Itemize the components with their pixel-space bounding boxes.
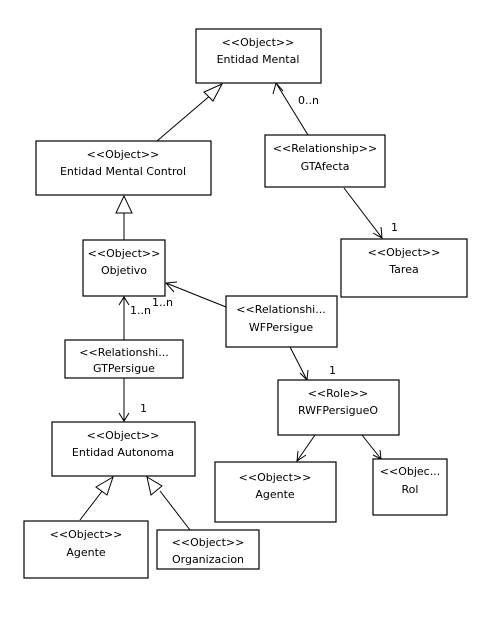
arrow-wfpersigue-objetivo — [164, 281, 178, 293]
node-stereotype: <<Relationship>> — [273, 142, 377, 155]
mult-gtpersigue-ea: 1 — [140, 402, 147, 415]
node-stereotype: <<Object>> — [50, 528, 123, 541]
node-title: Agente — [255, 488, 295, 501]
edge-emc-inherits-em — [156, 93, 213, 142]
node-rol[interactable]: <<Objec... Rol — [372, 458, 448, 516]
node-tarea[interactable]: <<Object>> Tarea — [340, 238, 468, 298]
node-stereotype: <<Object>> — [239, 471, 312, 484]
node-stereotype: <<Object>> — [87, 429, 160, 442]
node-stereotype: <<Object>> — [88, 247, 161, 260]
node-entidad-mental-control[interactable]: <<Object>> Entidad Mental Control — [35, 140, 212, 196]
node-objetivo[interactable]: <<Object>> Objetivo — [82, 239, 166, 297]
edge-org-inherits-ea — [159, 490, 191, 531]
node-stereotype: <<Relationshi... — [236, 303, 325, 316]
node-title: Agente — [66, 546, 106, 559]
node-title: WFPersigue — [249, 321, 313, 334]
inherit-triangle-emc — [115, 194, 133, 214]
arrow-gtpersigue-objetivo — [118, 296, 130, 306]
edge-wfpersigue-rwfpersigueo — [289, 346, 308, 381]
edge-rwf-agente — [296, 434, 316, 462]
inherit-triangle-ea-left — [95, 475, 114, 496]
arrow-rwf-agente — [296, 450, 307, 463]
node-title: GTAfecta — [301, 160, 350, 173]
node-title: Rol — [402, 483, 419, 496]
node-title: Entidad Mental Control — [60, 165, 186, 178]
node-title: Entidad Autonoma — [72, 446, 174, 459]
node-entidad-mental[interactable]: <<Object>> Entidad Mental — [195, 28, 322, 84]
multiplicities: 0..n 1 1..n 1..n 1 1 — [130, 94, 398, 415]
node-wfpersigue[interactable]: <<Relationshi... WFPersigue — [225, 295, 338, 348]
edge-gtafecta-tarea — [343, 187, 383, 239]
node-stereotype: <<Relationshi... — [79, 346, 168, 359]
inherit-triangle-em — [203, 82, 224, 102]
arrow-gtafecta-tarea — [372, 226, 383, 239]
node-entidad-autonoma[interactable]: <<Object>> Entidad Autonoma — [51, 421, 196, 477]
node-title: Tarea — [388, 263, 418, 276]
node-gtafecta[interactable]: <<Relationship>> GTAfecta — [264, 134, 386, 188]
node-title: GTPersigue — [93, 362, 155, 375]
node-stereotype: <<Object>> — [222, 36, 295, 49]
edge-agente-inherits-ea — [79, 489, 104, 521]
node-title: RWFPersigueO — [298, 404, 378, 417]
arrow-gtpersigue-ea — [118, 412, 130, 422]
node-title: Entidad Mental — [217, 53, 300, 66]
mult-wfpersigue-objetivo: 1..n — [152, 296, 173, 309]
node-stereotype: <<Object>> — [172, 536, 245, 549]
edge-rwf-rol — [361, 434, 382, 460]
node-organizacion[interactable]: <<Object>> Organizacion — [156, 529, 260, 570]
mult-wfpersigue-rwf: 1 — [329, 364, 336, 377]
node-agente-left[interactable]: <<Object>> Agente — [23, 520, 149, 579]
edges — [79, 81, 383, 531]
inherit-triangle-ea-right — [146, 475, 163, 496]
node-stereotype: <<Objec... — [380, 465, 440, 478]
edge-wfpersigue-objetivo — [165, 282, 227, 308]
node-title: Organizacion — [172, 553, 244, 566]
edge-gtafecta-em — [275, 82, 309, 136]
node-gtpersigue[interactable]: <<Relationshi... GTPersigue — [64, 339, 184, 379]
mult-gtafecta-tarea: 1 — [391, 221, 398, 234]
node-stereotype: <<Object>> — [87, 148, 160, 161]
node-title: Objetivo — [101, 264, 147, 277]
mult-gtafecta-em: 0..n — [298, 94, 319, 107]
node-rwfpersigueo[interactable]: <<Role>> RWFPersigueO — [277, 379, 400, 436]
node-stereotype: <<Role>> — [308, 387, 369, 400]
node-agente-right[interactable]: <<Object>> Agente — [214, 461, 337, 523]
node-stereotype: <<Object>> — [368, 246, 441, 259]
mult-gtpersigue-objetivo: 1..n — [130, 304, 151, 317]
